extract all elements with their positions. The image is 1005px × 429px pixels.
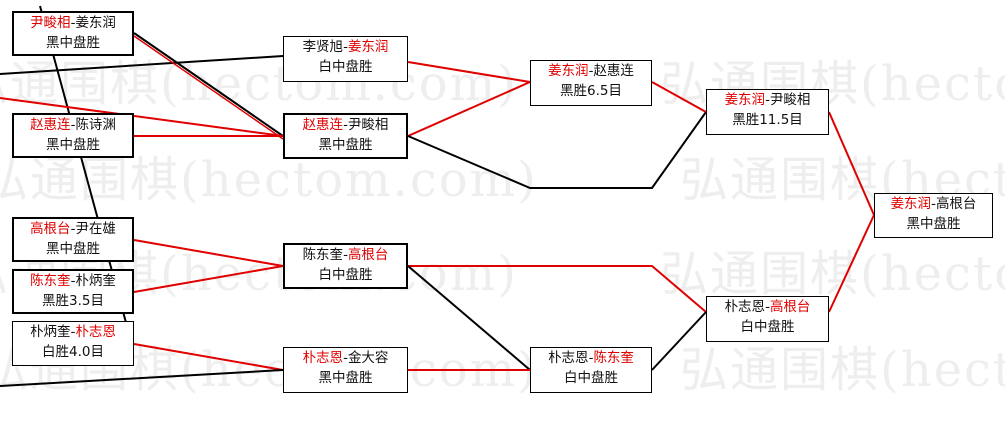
player-name: 赵惠连 [593, 63, 634, 79]
match-box[interactable]: 赵惠连-尹畯相 黑中盘胜 [283, 113, 408, 159]
player-name: 赵惠连 [302, 117, 344, 133]
player-name: 陈东奎 [30, 273, 71, 289]
match-box[interactable]: 姜东润-尹畯相 黑胜11.5目 [706, 89, 829, 135]
player-name: 朴志恩 [724, 299, 766, 315]
match-box[interactable]: 赵惠连-陈诗渊 黑中盘胜 [12, 113, 134, 158]
player-name: 朴志恩 [75, 324, 116, 340]
match-box[interactable]: 李贤旭-姜东润 白中盘胜 [283, 36, 408, 82]
match-result: 黑胜11.5目 [732, 112, 803, 128]
match-result: 黑中盘胜 [318, 370, 373, 386]
player-name: 陈诗渊 [75, 117, 116, 133]
match-box[interactable]: 朴志恩-高根台 白中盘胜 [706, 296, 829, 342]
separator: - [70, 117, 76, 133]
separator: - [70, 273, 76, 289]
separator: - [70, 221, 76, 237]
player-name: 高根台 [935, 196, 977, 212]
match-box[interactable]: 尹畯相-姜东润 黑中盘胜 [12, 11, 134, 56]
match-box[interactable]: 姜东润-赵惠连 黑胜6.5目 [530, 60, 652, 106]
player-name: 尹畯相 [347, 117, 389, 133]
player-name: 陈东奎 [302, 247, 344, 263]
player-name: 尹畯相 [769, 92, 811, 108]
player-name: 姜东润 [890, 196, 932, 212]
player-name: 高根台 [30, 221, 71, 237]
separator: - [588, 350, 594, 366]
separator: - [765, 299, 770, 315]
separator: - [343, 247, 348, 263]
player-name: 赵惠连 [30, 117, 71, 133]
player-name: 姜东润 [548, 63, 589, 79]
player-name: 朴炳奎 [75, 273, 116, 289]
player-name: 朴志恩 [302, 350, 344, 366]
match-result: 黑中盘胜 [46, 35, 100, 51]
final-match-box[interactable]: 姜东润-高根台 黑中盘胜 [874, 193, 993, 238]
separator: - [70, 324, 76, 340]
match-box[interactable]: 朴炳奎-朴志恩 白胜4.0目 [12, 321, 134, 366]
match-box[interactable]: 陈东奎-高根台 白中盘胜 [283, 243, 408, 289]
match-result: 白中盘胜 [740, 319, 795, 335]
player-name: 尹畯相 [30, 15, 71, 31]
player-name: 金大容 [347, 350, 389, 366]
match-result: 白胜4.0目 [42, 344, 104, 360]
match-box[interactable]: 高根台-尹在雄 黑中盘胜 [12, 217, 134, 262]
match-box[interactable]: 陈东奎-朴炳奎 黑胜3.5目 [12, 269, 134, 314]
match-result: 白中盘胜 [564, 370, 618, 386]
separator: - [343, 117, 348, 133]
match-result: 黑胜6.5目 [560, 83, 622, 99]
player-name: 朴志恩 [548, 350, 589, 366]
separator: - [765, 92, 770, 108]
match-result: 黑中盘胜 [318, 137, 373, 153]
match-result: 黑中盘胜 [46, 241, 100, 257]
match-result: 黑中盘胜 [46, 137, 100, 153]
player-name: 李贤旭 [302, 39, 344, 55]
match-box[interactable]: 朴志恩-金大容 黑中盘胜 [283, 347, 408, 393]
player-name: 高根台 [769, 299, 811, 315]
separator: - [343, 39, 348, 55]
player-name: 陈东奎 [593, 350, 634, 366]
match-result: 白中盘胜 [318, 59, 373, 75]
match-box[interactable]: 朴志恩-陈东奎 白中盘胜 [530, 347, 652, 393]
player-name: 姜东润 [724, 92, 766, 108]
player-name: 尹在雄 [75, 221, 116, 237]
separator: - [588, 63, 594, 79]
player-name: 朴炳奎 [30, 324, 71, 340]
player-name: 高根台 [347, 247, 389, 263]
separator: - [343, 350, 348, 366]
separator: - [70, 15, 76, 31]
player-name: 姜东润 [75, 15, 116, 31]
player-name: 姜东润 [347, 39, 389, 55]
match-result: 白中盘胜 [318, 267, 373, 283]
separator: - [931, 196, 936, 212]
match-result: 黑胜3.5目 [42, 293, 104, 309]
match-result: 黑中盘胜 [906, 216, 961, 232]
